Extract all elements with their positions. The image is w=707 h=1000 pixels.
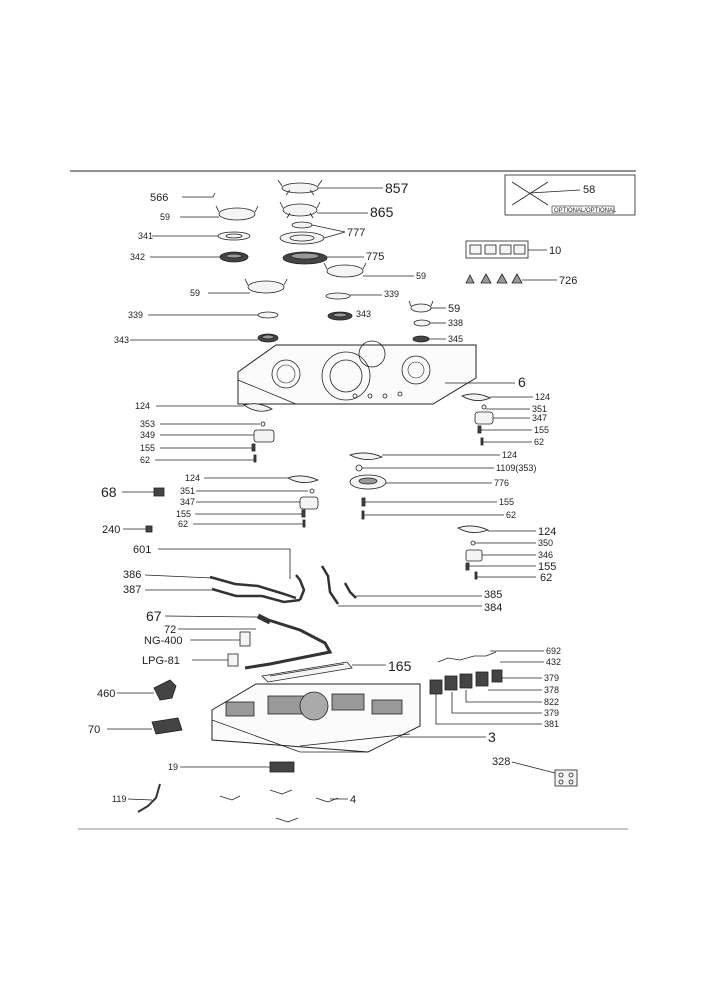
- label-776: 776: [494, 478, 509, 488]
- label-339-b: 339: [384, 289, 399, 299]
- label-lpg-81: LPG-81: [142, 655, 180, 667]
- label-70: 70: [88, 724, 100, 736]
- label-384: 384: [484, 602, 502, 614]
- label-6: 6: [518, 374, 526, 390]
- label-350: 350: [538, 538, 553, 548]
- label-347-a: 347: [532, 413, 547, 423]
- label-155-e: 155: [538, 561, 556, 573]
- label-62-a: 62: [140, 455, 150, 465]
- label-62-e: 62: [540, 572, 552, 584]
- label-155-d: 155: [176, 509, 191, 519]
- label-601: 601: [133, 544, 151, 556]
- label-165: 165: [388, 658, 412, 674]
- label-4: 4: [350, 794, 356, 806]
- label-857: 857: [385, 180, 409, 196]
- label-124-c: 124: [502, 450, 517, 460]
- label-460: 460: [97, 688, 115, 700]
- label-343-a: 343: [356, 309, 371, 319]
- label-386: 386: [123, 569, 141, 581]
- label-10: 10: [549, 245, 561, 257]
- label-67: 67: [146, 608, 162, 624]
- label-3: 3: [488, 729, 496, 745]
- label-347-b: 347: [180, 497, 195, 507]
- part-70: 70: [88, 717, 183, 736]
- label-240: 240: [102, 524, 120, 536]
- label-62-b: 62: [534, 437, 544, 447]
- base-tray: 3: [211, 683, 496, 753]
- label-155-c: 155: [499, 497, 514, 507]
- label-124-b: 124: [535, 392, 550, 402]
- optional-caption: OPTIONAL/OPTIONAL: [554, 208, 617, 214]
- label-119: 119: [112, 794, 126, 804]
- label-68: 68: [101, 484, 117, 500]
- gas-rail: 67 72 NG-400 LPG-81 165: [142, 608, 412, 683]
- optional-grid-box: OPTIONAL/OPTIONAL 58: [504, 174, 636, 216]
- label-62-d: 62: [178, 519, 188, 529]
- label-692: 692: [546, 646, 561, 656]
- valve-set: 692 432 379 378 822 379 381: [429, 646, 561, 729]
- burner-assembly-right-lower: 124 350 346 155 62: [457, 525, 556, 584]
- label-349: 349: [140, 430, 155, 440]
- label-59-c: 59: [416, 271, 426, 281]
- label-381: 381: [544, 719, 559, 729]
- gas-pipes: 601 386 387 385 384: [123, 544, 502, 614]
- label-345: 345: [448, 334, 463, 344]
- label-822: 822: [544, 697, 559, 707]
- label-155-b: 155: [534, 425, 549, 435]
- label-777: 777: [347, 227, 365, 239]
- label-124-e: 124: [185, 473, 200, 483]
- part-119: 119: [112, 783, 161, 813]
- label-339-a: 339: [128, 310, 143, 320]
- label-566: 566: [150, 192, 168, 204]
- label-353-a: 353: [140, 419, 155, 429]
- burner-stack-right-small: 59 338 345: [408, 300, 463, 344]
- label-124-d: 124: [538, 526, 556, 538]
- label-341: 341: [138, 231, 153, 241]
- label-351-a: 351: [532, 404, 547, 414]
- part-328: 328: [492, 756, 578, 787]
- label-379-b: 379: [544, 708, 559, 718]
- part-240: 240: [102, 524, 153, 536]
- label-59-a: 59: [160, 212, 170, 222]
- label-342: 342: [130, 252, 145, 262]
- label-59-b: 59: [190, 288, 200, 298]
- label-72: 72: [164, 624, 176, 636]
- knobs-set: 10 726: [465, 240, 577, 287]
- label-726: 726: [559, 275, 577, 287]
- burner-stack-left: 566 59 341 342: [130, 192, 259, 263]
- label-378: 378: [544, 685, 559, 695]
- label-19: 19: [168, 762, 178, 772]
- label-343-b: 343: [114, 335, 129, 345]
- burner-stack-left-lower: 59 339 343: [114, 278, 288, 345]
- label-775: 775: [366, 251, 384, 263]
- glass-top: 6: [237, 340, 526, 405]
- label-124-a: 124: [135, 401, 150, 411]
- part-4-clips: 4: [219, 789, 356, 823]
- label-432: 432: [546, 657, 561, 667]
- burner-stack-center: 857 865 777 775: [277, 179, 409, 265]
- label-379-a: 379: [544, 673, 559, 683]
- part-68: 68: [101, 484, 165, 500]
- label-351-b: 351: [180, 486, 195, 496]
- burner-assembly-center: 124 1109(353) 776 155 62: [348, 450, 536, 520]
- label-865: 865: [370, 204, 394, 220]
- label-387: 387: [123, 584, 141, 596]
- label-62-c: 62: [506, 510, 516, 520]
- label-58: 58: [583, 184, 595, 196]
- burner-assembly-right-upper: 124 351 347 155 62: [461, 392, 550, 447]
- label-ng-400: NG-400: [144, 635, 183, 647]
- label-59-d: 59: [448, 303, 460, 315]
- label-1109: 1109(353): [496, 463, 536, 473]
- part-19: 19: [168, 761, 295, 773]
- label-328: 328: [492, 756, 510, 768]
- burner-assembly-left: 124 353 349 155 62: [135, 401, 275, 465]
- label-155-a: 155: [140, 443, 155, 453]
- burner-stack-right-upper: 59 339 343: [323, 262, 426, 321]
- part-460: 460: [97, 679, 177, 701]
- label-346: 346: [538, 550, 553, 560]
- label-338: 338: [448, 318, 463, 328]
- label-385: 385: [484, 589, 502, 601]
- burner-assembly-mid-left: 124 351 347 155 62: [176, 473, 320, 529]
